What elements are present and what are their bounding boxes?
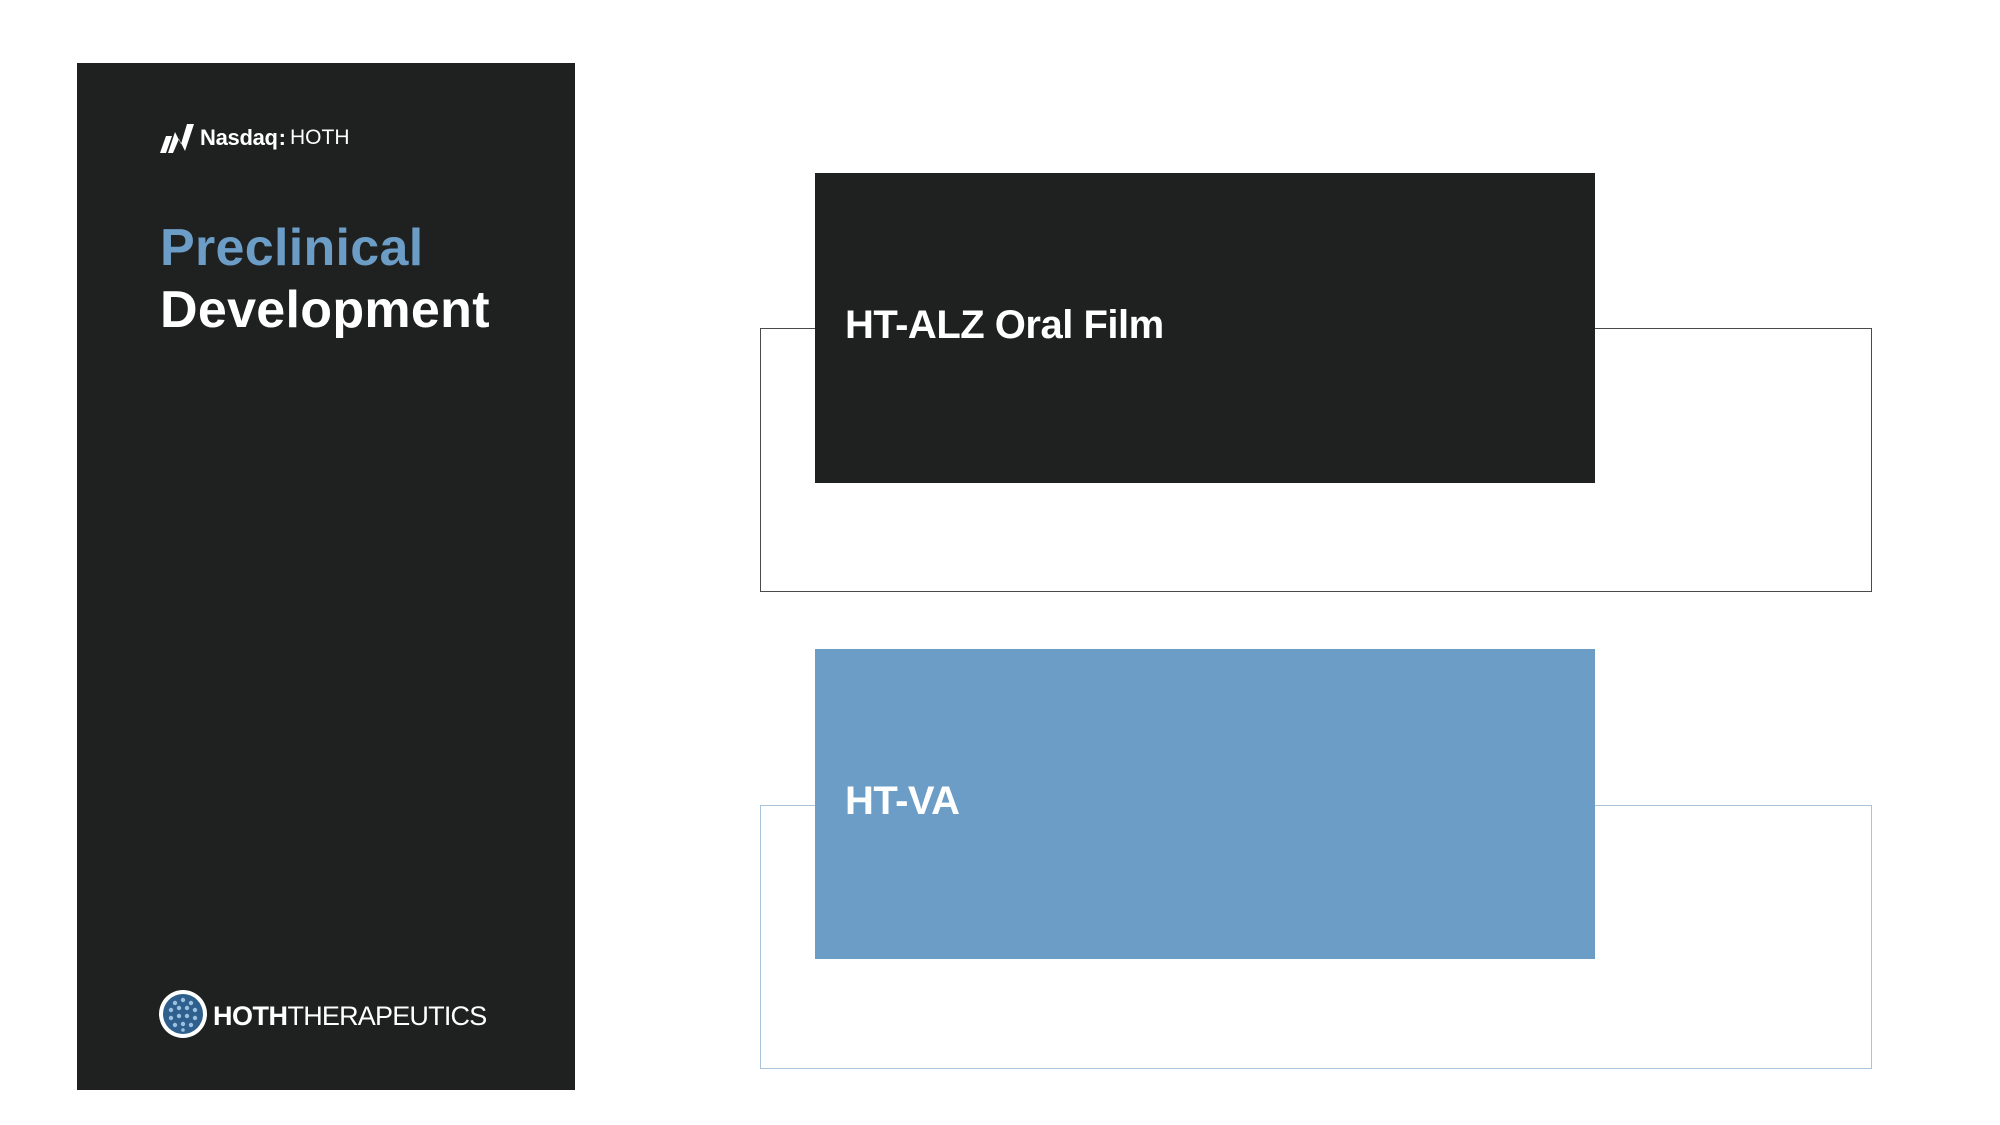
nasdaq-ticker: Nasdaq : HOTH <box>158 120 350 156</box>
program-name-1: HT-ALZ Oral Film <box>845 303 1164 347</box>
company-name-bold: HOTH <box>213 1000 288 1031</box>
program-name-2: HT-VA <box>845 779 960 823</box>
program-card-2: HT-VA <box>815 649 1595 959</box>
nasdaq-logo-icon <box>158 122 196 154</box>
exchange-name: Nasdaq <box>200 125 278 150</box>
company-logo: HOTH THERAPEUTICS <box>158 989 488 1044</box>
section-title-line1: Preclinical <box>160 219 424 277</box>
program-card-1: HT-ALZ Oral Film <box>815 173 1595 483</box>
ticker-separator: : <box>278 125 286 150</box>
section-title-line2: Development <box>160 281 490 339</box>
company-name-light: THERAPEUTICS <box>287 1000 488 1031</box>
hoth-logo-icon <box>158 989 208 1044</box>
ticker-symbol: HOTH <box>290 126 350 149</box>
sidebar-panel <box>77 63 575 1090</box>
